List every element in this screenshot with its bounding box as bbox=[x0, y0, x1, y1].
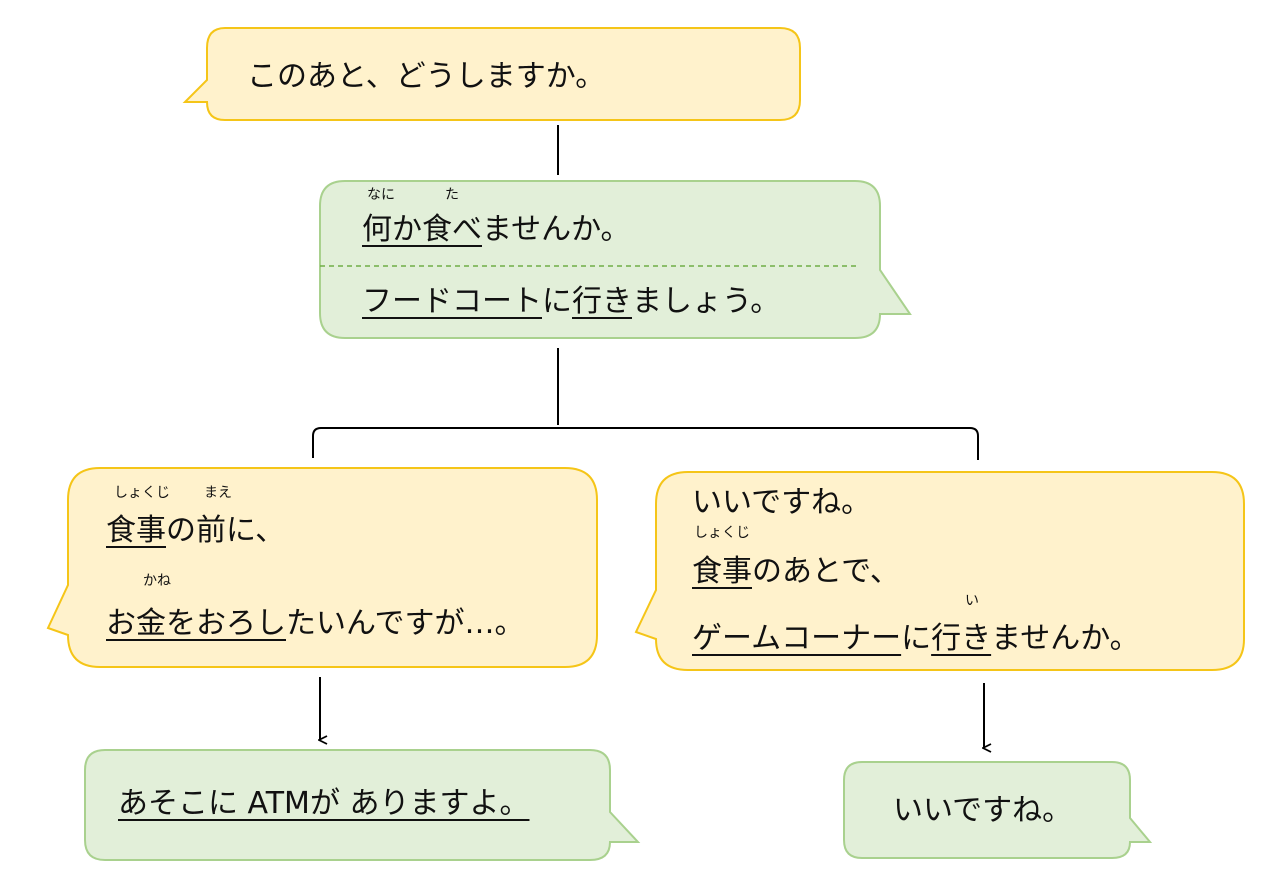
right-line-1: いいですね。 bbox=[692, 485, 872, 520]
question-line-1: 何か食べませんか。 bbox=[362, 215, 631, 245]
question-bubble bbox=[319, 180, 912, 339]
underlined-phrase: ゲームコーナー bbox=[692, 621, 902, 656]
ruby-nani: なに bbox=[367, 187, 395, 203]
bottom-left-text: あそこに ATMが ありますよ。 bbox=[118, 789, 529, 819]
left-line-2: お金をおろしたいんですが…。 bbox=[106, 609, 525, 639]
plain-phrase: ませんか。 bbox=[482, 212, 631, 247]
top-bubble-text: このあと、どうしますか。 bbox=[247, 59, 606, 94]
plain-phrase: たいんですが…。 bbox=[286, 606, 525, 641]
underlined-phrase: 行き bbox=[931, 621, 992, 656]
underlined-phrase: あそこに ATMが ありますよ。 bbox=[118, 786, 530, 821]
underlined-phrase: 何か食べ bbox=[362, 212, 482, 247]
ruby-shokuji-left: しょくじ bbox=[114, 485, 170, 501]
bottom-right-text: いいですね。 bbox=[893, 793, 1073, 828]
right-line-2: 食事のあとで、 bbox=[692, 557, 900, 587]
left-line-1: 食事の前に、 bbox=[106, 516, 285, 546]
right-line-3: ゲームコーナーに行きませんか。 bbox=[692, 624, 1140, 654]
question-line-2: フードコートに行きましょう。 bbox=[362, 287, 780, 317]
plain-phrase: のあとで、 bbox=[752, 554, 900, 589]
plain-phrase: に bbox=[901, 621, 932, 656]
underlined-phrase: 食事 bbox=[692, 554, 752, 589]
right-bubble bbox=[634, 471, 1245, 671]
ruby-mae: まえ bbox=[204, 485, 232, 501]
underlined-phrase: フードコート bbox=[362, 284, 542, 319]
ruby-shokuji-right: しょくじ bbox=[694, 525, 750, 541]
left-bubble bbox=[46, 467, 598, 668]
ruby-i: い bbox=[965, 593, 979, 609]
ruby-ta: た bbox=[445, 187, 459, 203]
branch-bracket bbox=[312, 427, 979, 460]
plain-phrase: の前に、 bbox=[166, 513, 286, 548]
ruby-kane: かね bbox=[143, 573, 171, 589]
plain-phrase: に bbox=[542, 284, 572, 319]
bottom-left-bubble bbox=[84, 749, 641, 861]
underlined-phrase: 行き bbox=[572, 284, 632, 319]
top-bubble bbox=[182, 27, 801, 121]
underlined-phrase: お金をおろし bbox=[106, 606, 286, 641]
underlined-phrase: 食事 bbox=[106, 513, 166, 548]
bottom-right-bubble bbox=[843, 761, 1153, 859]
plain-phrase: ませんか。 bbox=[991, 621, 1140, 656]
plain-phrase: ましょう。 bbox=[632, 284, 781, 319]
